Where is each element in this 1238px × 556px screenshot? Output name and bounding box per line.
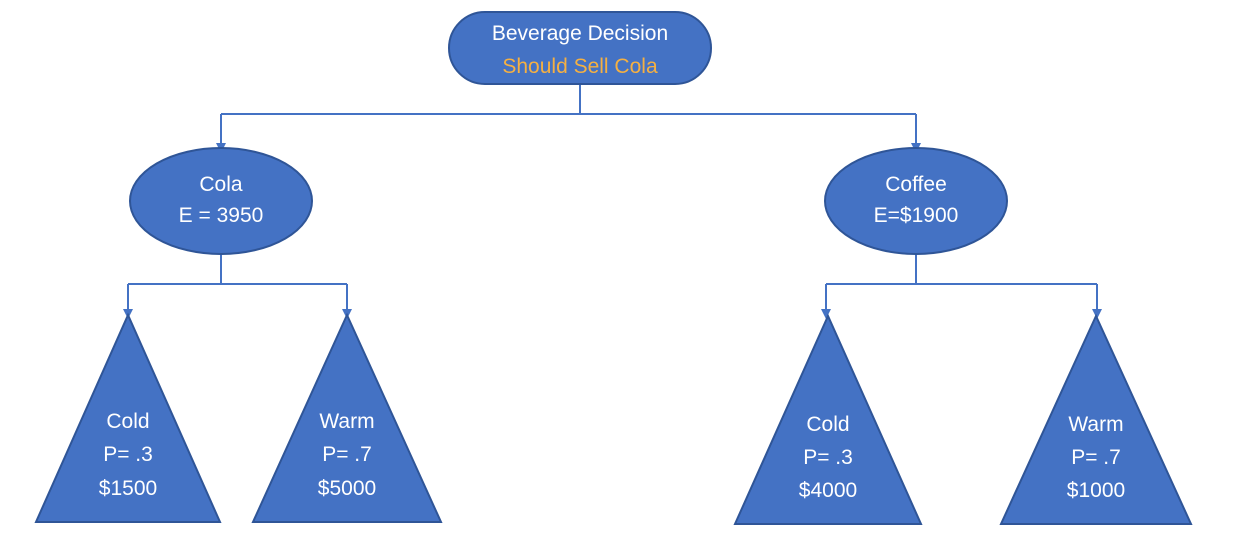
outcome-coffee-cold: Cold P= .3 $4000 xyxy=(733,313,923,525)
outcome-cola-cold-payoff: $1500 xyxy=(99,477,157,500)
option-expected-coffee: E=$1900 xyxy=(874,204,959,227)
outcome-cola-warm: Warm P= .7 $5000 xyxy=(251,312,443,523)
outcome-coffee-cold-shape xyxy=(733,313,923,525)
outcome-cola-cold-shape xyxy=(34,312,222,523)
outcome-cola-warm-weather: Warm xyxy=(319,410,374,433)
coffee-connectors xyxy=(821,254,1102,319)
option-name-coffee: Coffee xyxy=(885,173,947,196)
outcome-coffee-cold-payoff: $4000 xyxy=(799,479,857,502)
option-node-cola-shape xyxy=(129,147,313,255)
outcome-cola-warm-payoff: $5000 xyxy=(318,477,376,500)
outcome-cola-warm-probability: P= .7 xyxy=(322,443,372,466)
outcome-cola-warm-shape xyxy=(251,312,443,523)
root-subtitle: Should Sell Cola xyxy=(502,55,658,78)
outcome-coffee-warm-shape xyxy=(999,313,1193,525)
outcome-coffee-warm-probability: P= .7 xyxy=(1071,446,1121,469)
outcome-coffee-warm-payoff: $1000 xyxy=(1067,479,1125,502)
root-node: Beverage Decision Should Sell Cola xyxy=(448,11,712,85)
outcome-coffee-cold-weather: Cold xyxy=(806,413,849,436)
option-node-coffee: Coffee E=$1900 xyxy=(824,147,1008,255)
outcome-cola-cold-probability: P= .3 xyxy=(103,443,153,466)
outcome-coffee-warm: Warm P= .7 $1000 xyxy=(999,313,1193,525)
root-node-shape xyxy=(448,11,712,85)
outcome-coffee-warm-weather: Warm xyxy=(1068,413,1123,436)
root-title: Beverage Decision xyxy=(492,22,668,45)
option-name-cola: Cola xyxy=(199,173,243,196)
outcome-cola-cold: Cold P= .3 $1500 xyxy=(34,312,222,523)
option-node-cola: Cola E = 3950 xyxy=(129,147,313,255)
option-node-coffee-shape xyxy=(824,147,1008,255)
outcome-coffee-cold-probability: P= .3 xyxy=(803,446,853,469)
option-expected-cola: E = 3950 xyxy=(179,204,264,227)
root-connectors xyxy=(216,84,921,153)
cola-connectors xyxy=(123,254,352,319)
outcome-cola-cold-weather: Cold xyxy=(106,410,149,433)
